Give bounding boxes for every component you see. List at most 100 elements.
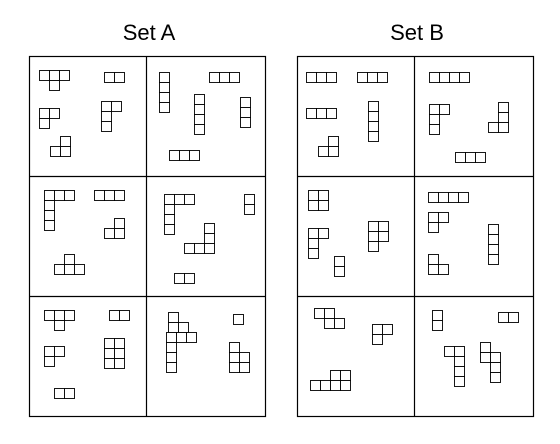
shape-cell xyxy=(340,380,351,391)
shape-cell xyxy=(166,362,177,373)
shape-cell xyxy=(508,312,519,323)
shape-cell xyxy=(64,388,75,399)
shape-cell xyxy=(328,146,339,157)
shape-cell xyxy=(490,372,501,383)
shape-cell xyxy=(159,82,170,93)
shape-cell xyxy=(439,72,450,83)
shape-cell xyxy=(428,254,439,265)
shape-cell xyxy=(459,72,470,83)
shape-cell xyxy=(164,224,175,235)
shape-cell xyxy=(159,102,170,113)
shape xyxy=(50,136,71,157)
shape-cell xyxy=(114,218,125,229)
shape-cell xyxy=(429,124,440,135)
panel xyxy=(432,310,519,387)
shape-cell xyxy=(368,131,379,142)
shape-cell xyxy=(378,221,389,232)
panel xyxy=(306,72,388,157)
shape-cell xyxy=(439,104,450,115)
shape-cell xyxy=(239,362,250,373)
shape xyxy=(428,192,469,203)
shape-cell xyxy=(239,352,250,363)
shape-cell xyxy=(54,320,65,331)
shape-cell xyxy=(316,72,327,83)
set-b-grid xyxy=(296,55,535,418)
shape-cell xyxy=(318,200,329,211)
shape-cell xyxy=(334,318,345,329)
shape-cell xyxy=(438,212,449,223)
shape-cell xyxy=(334,256,345,267)
shape-cell xyxy=(438,264,449,275)
grid-border xyxy=(28,55,267,418)
shape-cell xyxy=(50,146,61,157)
shape-cell xyxy=(372,324,383,335)
shape-cell xyxy=(164,214,175,225)
shape-cell xyxy=(498,312,509,323)
shape-cell xyxy=(44,200,55,211)
shape-cell xyxy=(488,122,499,133)
shape-cell xyxy=(104,338,115,349)
shape xyxy=(318,136,339,157)
panel xyxy=(159,72,251,161)
panel xyxy=(310,308,393,391)
shape xyxy=(104,338,125,369)
shape-cell xyxy=(310,380,321,391)
shape-cell xyxy=(488,234,499,245)
shape-cell xyxy=(54,264,65,275)
shape xyxy=(480,342,501,383)
shape-cell xyxy=(39,118,50,129)
shape-cell xyxy=(179,150,190,161)
shape xyxy=(229,342,250,373)
shape-cell xyxy=(240,107,251,118)
shape-cell xyxy=(194,114,205,125)
shape-cell xyxy=(308,190,319,201)
shape-cell xyxy=(432,320,443,331)
shape-cell xyxy=(174,194,185,205)
grid-border xyxy=(296,55,535,418)
shape-cell xyxy=(49,70,60,81)
shape-cell xyxy=(60,146,71,157)
shape xyxy=(306,72,337,83)
shape-cell xyxy=(308,238,319,249)
shape-cell xyxy=(111,101,122,112)
shape-cell xyxy=(104,358,115,369)
shape-cell xyxy=(49,80,60,91)
shape-cell xyxy=(316,108,327,119)
shape-cell xyxy=(240,117,251,128)
shape-cell xyxy=(377,72,388,83)
shape-cell xyxy=(454,356,465,367)
shape-cell xyxy=(428,222,439,233)
shape-cell xyxy=(94,190,105,201)
shape xyxy=(444,346,465,387)
shape-cell xyxy=(101,101,112,112)
shape-cell xyxy=(168,312,179,323)
shape-cell xyxy=(114,338,125,349)
shape-cell xyxy=(480,352,491,363)
shape-cell xyxy=(488,224,499,235)
shape-cell xyxy=(114,348,125,359)
shape-cell xyxy=(194,104,205,115)
shape-cell xyxy=(326,108,337,119)
panel xyxy=(429,72,509,163)
shape-cell xyxy=(104,228,115,239)
shape xyxy=(184,223,215,254)
shape xyxy=(168,312,189,333)
shape xyxy=(357,72,388,83)
shape-cell xyxy=(372,334,383,345)
shape xyxy=(455,152,486,163)
shape xyxy=(104,218,125,239)
shape-cell xyxy=(233,314,244,325)
shape-cell xyxy=(101,121,112,132)
shape-cell xyxy=(104,348,115,359)
shape xyxy=(432,310,443,331)
shape-cell xyxy=(368,241,379,252)
shape-cell xyxy=(458,192,469,203)
shape-cell xyxy=(64,190,75,201)
shape-cell xyxy=(229,72,240,83)
shape xyxy=(101,101,122,132)
shape xyxy=(166,332,197,373)
shape-cell xyxy=(44,220,55,231)
shape-cell xyxy=(429,72,440,83)
shape-cell xyxy=(44,190,55,201)
